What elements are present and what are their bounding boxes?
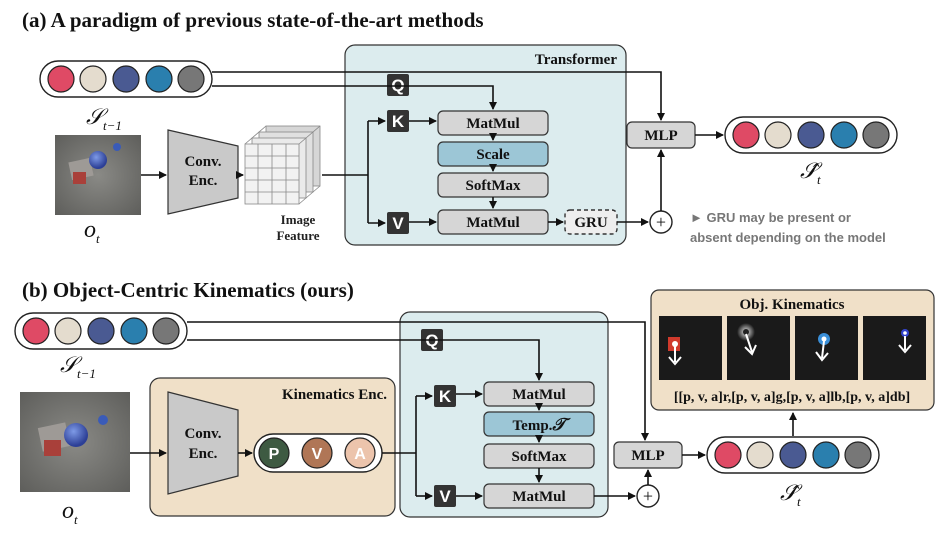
svg-text:P: P bbox=[269, 446, 280, 463]
conv-enc-a-line2: Enc. bbox=[189, 173, 218, 189]
observation-image-b bbox=[20, 392, 130, 492]
section-a-title: (a) A paradigm of previous state-of-the-… bbox=[22, 8, 484, 32]
svg-text:Temp.𝒯: Temp.𝒯 bbox=[513, 415, 572, 434]
slot-beige bbox=[79, 65, 107, 93]
svg-text:K: K bbox=[392, 112, 405, 131]
state-prev-label-a: 𝒮t−1 bbox=[86, 104, 122, 133]
svg-text:SoftMax: SoftMax bbox=[466, 178, 521, 194]
svg-text:A: A bbox=[354, 446, 366, 463]
svg-text:Scale: Scale bbox=[476, 147, 510, 163]
svg-text:V: V bbox=[392, 214, 404, 233]
obj-kinematics-title: Obj. Kinematics bbox=[740, 297, 845, 313]
state-out-label-b: 𝒮̂t bbox=[780, 480, 803, 509]
svg-text:MatMul: MatMul bbox=[466, 116, 519, 132]
slots-out-b bbox=[706, 436, 880, 474]
kinematics-frame-red bbox=[659, 316, 722, 380]
svg-text:MatMul: MatMul bbox=[512, 387, 565, 403]
k-key-b bbox=[434, 385, 456, 407]
svg-text:MLP: MLP bbox=[631, 448, 664, 464]
svg-text:V: V bbox=[312, 446, 323, 463]
state-out-label-a: 𝒮̂t bbox=[800, 158, 823, 187]
kinematics-frame-darkblue bbox=[863, 316, 926, 380]
conv-enc-a-line1: Conv. bbox=[184, 154, 221, 170]
transformer-label: Transformer bbox=[535, 52, 618, 68]
svg-text:MatMul: MatMul bbox=[466, 215, 519, 231]
image-feature-line2: Feature bbox=[276, 228, 319, 243]
svg-text:MatMul: MatMul bbox=[512, 489, 565, 505]
v-key-a bbox=[387, 212, 409, 234]
image-feature-cube bbox=[244, 125, 321, 205]
gru-note-line2: absent depending on the model bbox=[690, 230, 886, 245]
kinematics-enc-label: Kinematics Enc. bbox=[282, 387, 387, 403]
slot-blue bbox=[145, 65, 173, 93]
wires-a bbox=[141, 71, 724, 227]
conv-encoder-b bbox=[167, 391, 239, 495]
observation-image-a bbox=[55, 135, 141, 215]
section-b-title: (b) Object-Centric Kinematics (ours) bbox=[22, 278, 354, 302]
slots-out-a bbox=[724, 116, 898, 154]
image-feature-line1: Image bbox=[281, 212, 316, 227]
kinematics-frame-gray bbox=[727, 316, 790, 380]
kinematics-formula: [[p, v, a]r,[p, v, a]g,[p, v, a]lb,[p, v… bbox=[674, 390, 910, 405]
v-key-b bbox=[434, 485, 456, 507]
wires-b bbox=[130, 321, 797, 500]
svg-text:GRU: GRU bbox=[574, 215, 608, 231]
gru-note-line1: ► GRU may be present or bbox=[690, 210, 851, 225]
svg-text:V: V bbox=[439, 487, 451, 506]
obs-label-a: ot bbox=[84, 217, 100, 246]
svg-text:SoftMax: SoftMax bbox=[512, 449, 567, 465]
svg-text:+: + bbox=[656, 212, 666, 232]
token-a bbox=[344, 437, 376, 469]
state-prev-label-b: 𝒮t−1 bbox=[60, 352, 96, 381]
svg-text:+: + bbox=[643, 486, 653, 506]
conv-enc-b-line1: Conv. bbox=[184, 426, 221, 442]
q-key-a bbox=[387, 74, 409, 96]
slot-navy bbox=[112, 65, 140, 93]
svg-text:MLP: MLP bbox=[644, 128, 677, 144]
slots-prev-b bbox=[14, 312, 188, 350]
slot-red bbox=[47, 65, 75, 93]
slots-prev-a bbox=[39, 60, 213, 98]
conv-encoder-a bbox=[167, 129, 239, 215]
k-key-a bbox=[387, 110, 409, 132]
token-v bbox=[301, 437, 333, 469]
token-p bbox=[258, 437, 290, 469]
obs-label-b: ot bbox=[62, 498, 78, 527]
slot-gray bbox=[177, 65, 205, 93]
svg-text:K: K bbox=[439, 387, 452, 406]
kinematics-frame-blue bbox=[795, 316, 858, 380]
conv-enc-b-line2: Enc. bbox=[189, 446, 218, 462]
pva-tokens: P V A bbox=[253, 433, 383, 473]
